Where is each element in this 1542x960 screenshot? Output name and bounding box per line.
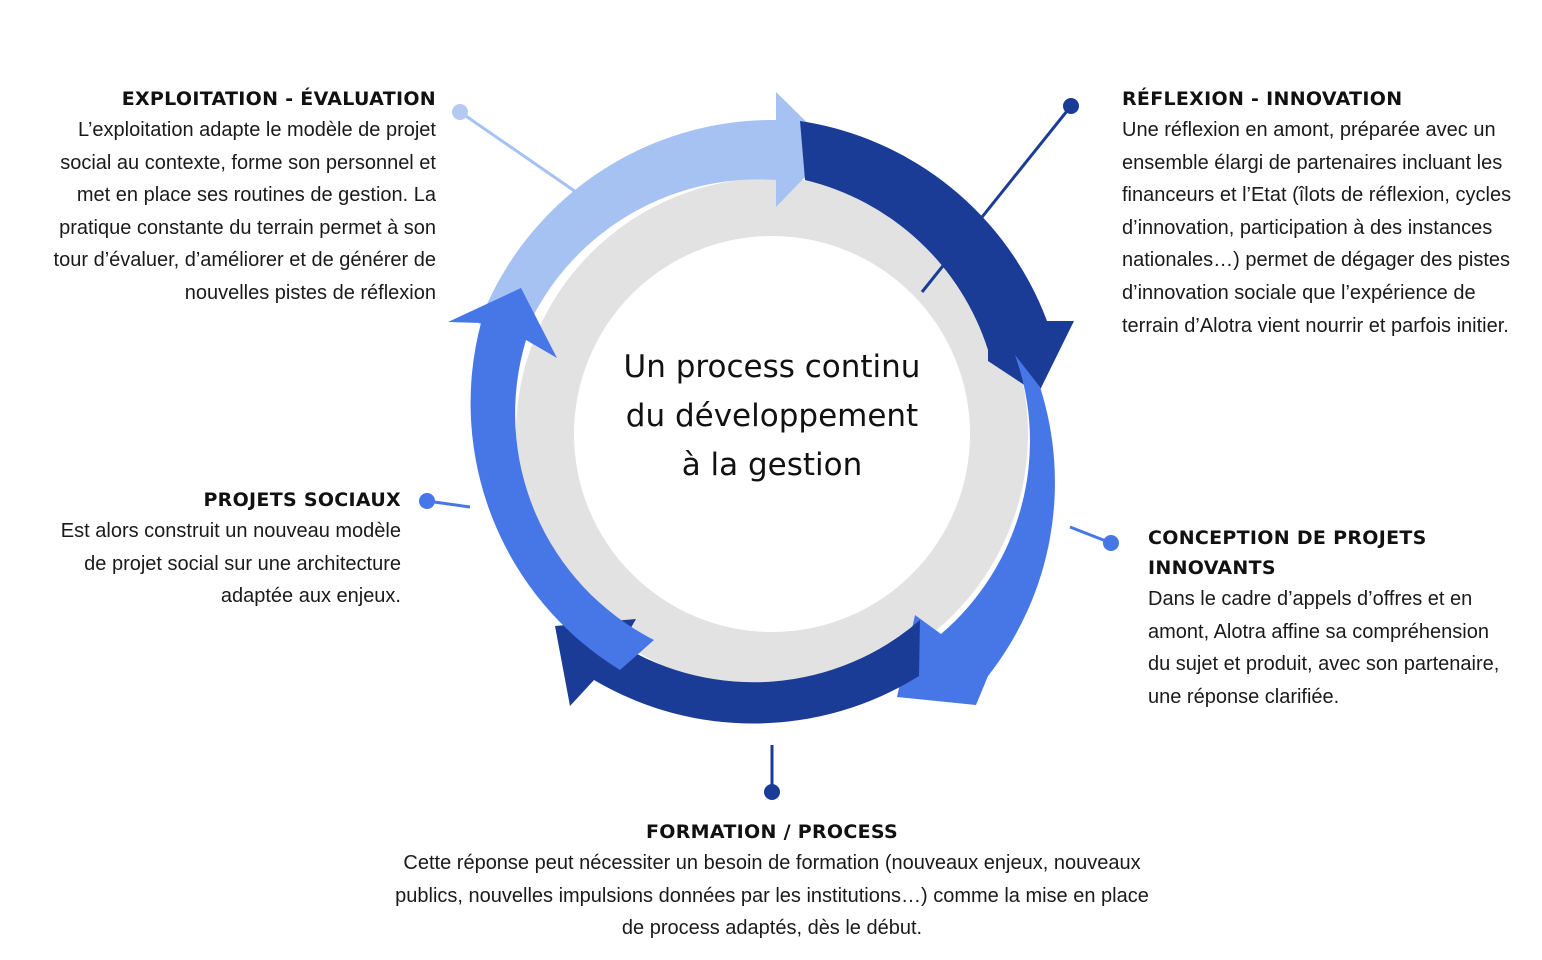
dot-reflexion — [1063, 98, 1079, 114]
stage-reflexion: RÉFLEXION - INNOVATION Une réflexion en … — [1122, 84, 1514, 342]
dot-formation — [764, 784, 780, 800]
stage-exploitation: EXPLOITATION - ÉVALUATION L’exploitation… — [50, 84, 436, 310]
stage-conception-text: Dans le cadre d’appels d’offres et en am… — [1148, 588, 1500, 708]
dot-conception — [1103, 535, 1119, 551]
stage-conception-title: CONCEPTION DE PROJETS INNOVANTS — [1148, 527, 1427, 579]
stage-reflexion-text: Une réflexion en amont, préparée avec un… — [1122, 119, 1512, 337]
stage-exploitation-title: EXPLOITATION - ÉVALUATION — [121, 88, 436, 110]
stage-exploitation-text: L’exploitation adapte le modèle de proje… — [53, 119, 436, 304]
arrow-mid-left — [448, 288, 654, 670]
stage-formation: FORMATION / PROCESS Cette réponse peut n… — [386, 817, 1158, 945]
arrow-dark-bottom — [555, 619, 920, 724]
center-title: Un process continu du développement à la… — [623, 349, 921, 483]
connector-dots — [419, 98, 1119, 800]
stage-projets-sociaux-title: PROJETS SOCIAUX — [203, 489, 401, 511]
stage-projets-sociaux-text: Est alors construit un nouveau modèle de… — [60, 520, 401, 608]
cycle-arrows — [448, 92, 1074, 724]
inner-circle — [574, 236, 970, 632]
arrow-dark-top-right — [800, 121, 1074, 394]
stage-formation-text: Cette réponse peut nécessiter un besoin … — [395, 852, 1149, 940]
connector-exploitation — [459, 110, 577, 194]
arrow-light-top-left — [478, 92, 833, 338]
dot-exploitation — [452, 104, 468, 120]
stage-formation-title: FORMATION / PROCESS — [646, 821, 898, 843]
arrow-mid-right — [897, 355, 1055, 705]
stage-conception: CONCEPTION DE PROJETS INNOVANTS Dans le … — [1148, 523, 1510, 713]
dot-projets-sociaux — [419, 493, 435, 509]
stage-projets-sociaux: PROJETS SOCIAUX Est alors construit un n… — [50, 485, 401, 613]
stage-reflexion-title: RÉFLEXION - INNOVATION — [1122, 88, 1403, 110]
